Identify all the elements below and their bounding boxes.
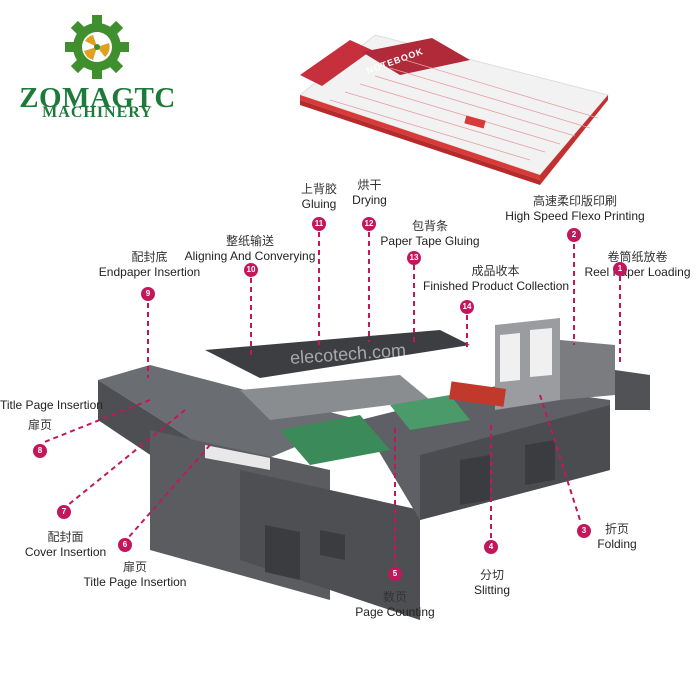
callout-number: 12 — [362, 217, 376, 231]
callout-number: 14 — [460, 300, 474, 314]
callout-2: 高速柔印版印刷 High Speed Flexo Printing — [500, 192, 650, 223]
callout-number: 7 — [57, 505, 71, 519]
callout-number: 9 — [141, 287, 155, 301]
callout-label-en: Title Page Insertion — [83, 575, 187, 589]
callout-number: 4 — [484, 540, 498, 554]
callout-number: 13 — [407, 251, 421, 265]
callout-label-en: Page Counting — [355, 605, 435, 619]
callout-number: 1 — [613, 262, 627, 276]
callout-label-cn: 烘干 — [357, 178, 382, 192]
callout-label-cn: 数页 — [382, 590, 407, 604]
callout-label-cn: 整纸输送 — [225, 234, 274, 248]
brand-subtitle: MACHINERY — [42, 104, 153, 121]
callout-label-cn: 包背条 — [411, 219, 448, 233]
callout-label-en: Slitting — [473, 583, 511, 597]
callout-4: 分切 Slitting — [462, 566, 522, 597]
gear-icon — [65, 15, 129, 79]
callout-label-cn: 卷筒纸放卷 — [607, 250, 668, 264]
callout-label-cn: 扉页 — [122, 560, 147, 574]
callout-number: 3 — [577, 524, 591, 538]
callout-label-cn: 高速柔印版印刷 — [532, 194, 617, 208]
notebook-cover-text: NOTEBOOK — [365, 46, 425, 76]
callout-1: 卷筒纸放卷 Reel Paper Loading — [580, 248, 695, 279]
callout-number: 6 — [118, 538, 132, 552]
callout-label-en: Finished Product Collection — [423, 279, 570, 293]
callout-label-cn: 分切 — [479, 568, 504, 582]
callout-10: 整纸输送 Aligning And Converying — [175, 232, 325, 263]
callout-6: 扉页 Title Page Insertion — [75, 558, 195, 589]
callout-14: 成品收本 Finished Product Collection — [423, 262, 570, 293]
callout-label-cn: 扉页 — [28, 418, 53, 432]
callout-label-en: Title Page Insertion — [0, 398, 103, 412]
logo — [52, 12, 142, 82]
callout-number: 11 — [312, 217, 326, 231]
callout-label-en: Folding — [597, 537, 637, 551]
callout-3: 折页 Folding — [582, 520, 652, 551]
callout-number: 8 — [33, 444, 47, 458]
brand-name: ZOMAGTC — [19, 82, 176, 114]
callout-label-en: Gluing — [301, 197, 337, 211]
callout-number: 10 — [244, 263, 258, 277]
callout-13: 包背条 Paper Tape Gluing — [375, 217, 485, 248]
callout-7: 配封面 Cover Insertion — [18, 528, 113, 559]
callout-8: Title Page Insertion 扉页 — [0, 398, 110, 433]
callout-label-cn: 成品收本 — [471, 264, 520, 278]
callout-label-cn: 配封底 — [131, 250, 168, 264]
watermark: elecotech.com — [289, 339, 407, 369]
callout-label-en: Paper Tape Gluing — [380, 234, 480, 248]
callout-12: 烘干 Drying — [342, 176, 397, 207]
callout-11: 上背胶 Gluing — [288, 180, 350, 211]
callout-5: 数页 Page Counting — [345, 588, 445, 619]
callout-label-en: Reel Paper Loading — [584, 265, 691, 279]
callout-label-cn: 上背胶 — [300, 182, 337, 196]
callout-number: 5 — [388, 567, 402, 581]
callout-number: 2 — [567, 228, 581, 242]
callout-label-en: Cover Insertion — [24, 545, 107, 559]
callout-label-cn: 配封面 — [47, 530, 84, 544]
callout-label-en: Drying — [352, 193, 387, 207]
callout-label-en: Aligning And Converying — [184, 249, 316, 263]
callout-label-en: Endpaper Insertion — [98, 265, 201, 279]
callout-9: 配封底 Endpaper Insertion — [92, 248, 207, 279]
callout-label-en: High Speed Flexo Printing — [505, 209, 645, 223]
callout-label-cn: 折页 — [604, 522, 629, 536]
